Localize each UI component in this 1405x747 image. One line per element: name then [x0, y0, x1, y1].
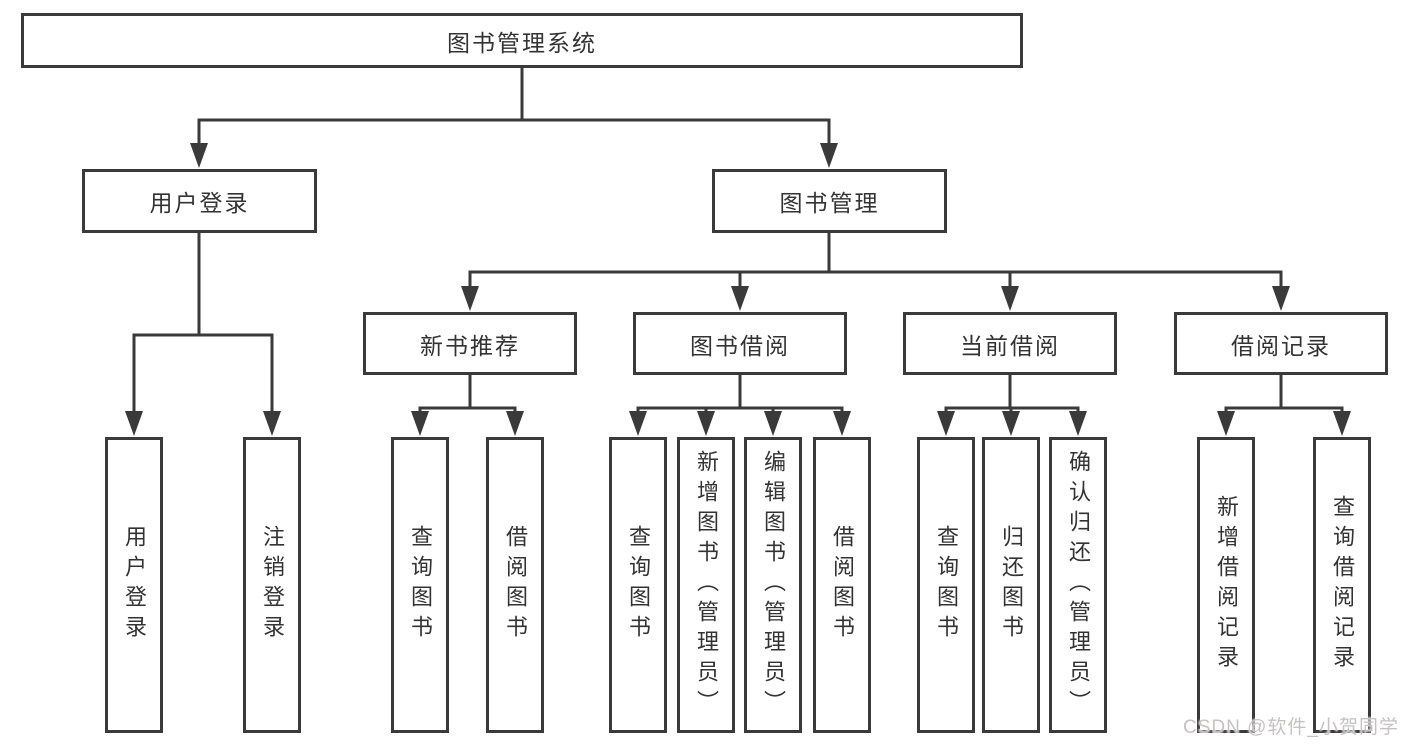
arrow-down-icon — [937, 411, 955, 436]
arrow-down-icon — [697, 411, 715, 436]
node-label: 当前借阅 — [960, 332, 1060, 359]
arrow-down-icon — [125, 411, 143, 436]
node-leaf-borrow-books: 借阅图书 — [813, 437, 871, 733]
node-leaf-add-borrow-record: 新增借阅记录 — [1197, 437, 1255, 733]
node-leaf-edit-books-admin: 编辑图书（管理员） — [744, 437, 802, 733]
node-label: 借阅记录 — [1231, 332, 1331, 359]
node-label: 新增借阅记录 — [1214, 495, 1239, 675]
connector-borrowrec-to-leaves — [1224, 375, 1344, 413]
node-leaf-confirm-return-admin: 确认归还（管理员） — [1049, 437, 1107, 733]
connector-curborrow-to-leaves — [944, 375, 1080, 413]
arrow-down-icon — [629, 411, 647, 436]
node-leaf-query-books: 查询图书 — [917, 437, 975, 733]
arrow-down-icon — [820, 143, 838, 168]
node-library-system: 图书管理系统 — [21, 13, 1023, 68]
node-book-management: 图书管理 — [712, 169, 947, 233]
arrow-down-icon — [506, 411, 524, 436]
node-leaf-query-books: 查询图书 — [609, 437, 667, 733]
connector-bookmgmt-to-level3 — [468, 270, 1283, 288]
connector-newbook-to-leaves — [418, 375, 517, 413]
node-leaf-return-books: 归还图书 — [982, 437, 1040, 733]
arrow-down-icon — [461, 286, 479, 311]
arrow-down-icon — [731, 286, 749, 311]
node-label: 查询图书 — [408, 525, 433, 645]
node-label: 新增图书（管理员） — [694, 450, 719, 720]
node-book-borrow: 图书借阅 — [633, 312, 847, 375]
node-leaf-user-login: 用户登录 — [105, 437, 163, 733]
arrow-down-icon — [764, 411, 782, 436]
node-leaf-borrow-books: 借阅图书 — [486, 437, 544, 733]
node-leaf-query-books: 查询图书 — [391, 437, 449, 733]
node-label: 借阅图书 — [503, 525, 528, 645]
node-borrow-record: 借阅记录 — [1174, 312, 1388, 375]
node-label: 查询借阅记录 — [1330, 495, 1355, 675]
csdn-watermark: CSDN @软件_小贺同学 — [1183, 717, 1399, 738]
node-user-login: 用户登录 — [82, 169, 317, 233]
node-label: 查询图书 — [626, 525, 651, 645]
arrow-down-icon — [411, 411, 429, 436]
arrow-down-icon — [1001, 286, 1019, 311]
arrow-down-icon — [1002, 411, 1020, 436]
node-label: 新书推荐 — [420, 332, 520, 359]
arrow-down-icon — [1272, 286, 1290, 311]
connector-root-to-level2 — [197, 118, 831, 146]
connector-bookborrow-to-leaves — [636, 375, 844, 413]
node-new-book-recommend: 新书推荐 — [363, 312, 577, 375]
arrow-down-icon — [1333, 411, 1351, 436]
node-leaf-add-books-admin: 新增图书（管理员） — [677, 437, 735, 733]
node-label: 确认归还（管理员） — [1066, 450, 1091, 720]
node-label: 注销登录 — [260, 525, 285, 645]
arrow-down-icon — [1069, 411, 1087, 436]
node-label: 查询图书 — [934, 525, 959, 645]
node-label: 用户登录 — [122, 525, 147, 645]
node-label: 图书借阅 — [690, 332, 790, 359]
node-leaf-logout: 注销登录 — [243, 437, 301, 733]
node-label: 图书管理 — [779, 190, 880, 216]
node-label: 用户登录 — [149, 190, 250, 216]
arrow-down-icon — [263, 411, 281, 436]
node-current-borrow: 当前借阅 — [903, 312, 1117, 375]
arrow-down-icon — [833, 411, 851, 436]
node-label: 编辑图书（管理员） — [761, 450, 786, 720]
arrow-down-icon — [1217, 411, 1235, 436]
node-label: 借阅图书 — [830, 525, 855, 645]
arrow-down-icon — [190, 143, 208, 168]
node-label: 归还图书 — [999, 525, 1024, 645]
connector-userlogin-to-leaves — [132, 333, 274, 413]
node-label: 图书管理系统 — [447, 29, 597, 56]
arrowheads — [125, 143, 1351, 436]
node-leaf-query-borrow-record: 查询借阅记录 — [1313, 437, 1371, 733]
